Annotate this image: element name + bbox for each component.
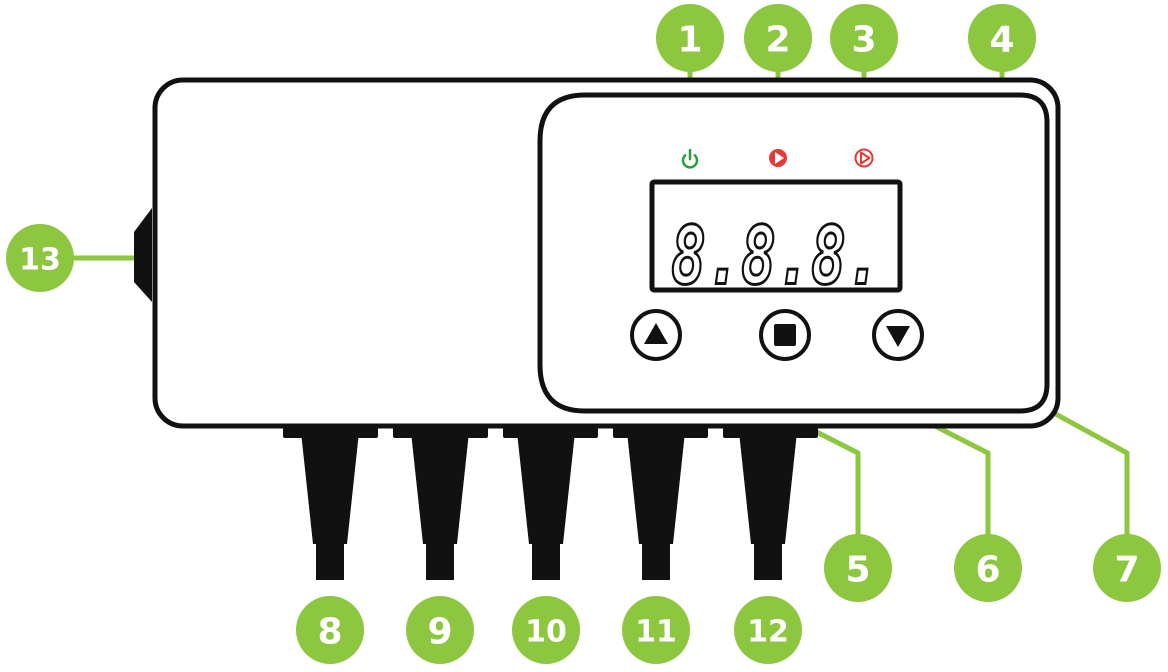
up-button[interactable] xyxy=(630,309,682,361)
cable-9 xyxy=(411,432,469,580)
cable-10 xyxy=(517,432,575,580)
cable-8 xyxy=(301,432,359,580)
svg-text:2: 2 xyxy=(765,20,790,61)
callout-badge-7: 7 xyxy=(1093,534,1161,602)
cable-12 xyxy=(739,432,797,580)
square-icon xyxy=(774,324,796,346)
svg-text:1: 1 xyxy=(677,20,702,61)
callout-badge-6: 6 xyxy=(954,534,1022,602)
callout-badge-1: 1 xyxy=(656,4,724,72)
power-indicator-icon xyxy=(681,148,699,169)
callout-badge-11: 11 xyxy=(622,596,690,664)
svg-text:5: 5 xyxy=(845,550,870,591)
svg-text:9: 9 xyxy=(427,612,452,653)
callout-badge-12: 12 xyxy=(734,596,802,664)
callout-badges: 1 2 3 4 5 6 7 8 xyxy=(6,4,1161,664)
callout-badge-5: 5 xyxy=(824,534,892,602)
callout-badge-8: 8 xyxy=(296,596,364,664)
svg-text:7: 7 xyxy=(1114,550,1139,591)
triangle-down-icon xyxy=(886,326,910,347)
side-switch[interactable] xyxy=(134,208,152,302)
callout-badge-9: 9 xyxy=(406,596,474,664)
svg-text:12: 12 xyxy=(747,615,789,650)
display-readout: 8.8.8. xyxy=(671,210,881,303)
callout-badge-13: 13 xyxy=(6,224,74,292)
svg-text:8: 8 xyxy=(317,612,342,653)
svg-text:13: 13 xyxy=(19,243,61,278)
callout-badge-3: 3 xyxy=(830,4,898,72)
led-display xyxy=(649,179,903,293)
callout-badge-4: 4 xyxy=(968,4,1036,72)
svg-text:10: 10 xyxy=(525,615,567,650)
svg-text:4: 4 xyxy=(989,20,1014,61)
cable-connectors xyxy=(301,432,797,580)
svg-text:6: 6 xyxy=(975,550,1000,591)
menu-stop-button[interactable] xyxy=(759,309,811,361)
down-button[interactable] xyxy=(872,309,924,361)
pump-mode-indicator-icon xyxy=(854,148,874,168)
svg-text:11: 11 xyxy=(635,615,677,650)
pump-on-indicator-icon xyxy=(769,149,787,167)
callout-badge-2: 2 xyxy=(744,4,812,72)
svg-text:3: 3 xyxy=(851,20,876,61)
triangle-up-icon xyxy=(644,323,668,344)
callout-badge-10: 10 xyxy=(512,596,580,664)
cable-11 xyxy=(627,432,685,580)
